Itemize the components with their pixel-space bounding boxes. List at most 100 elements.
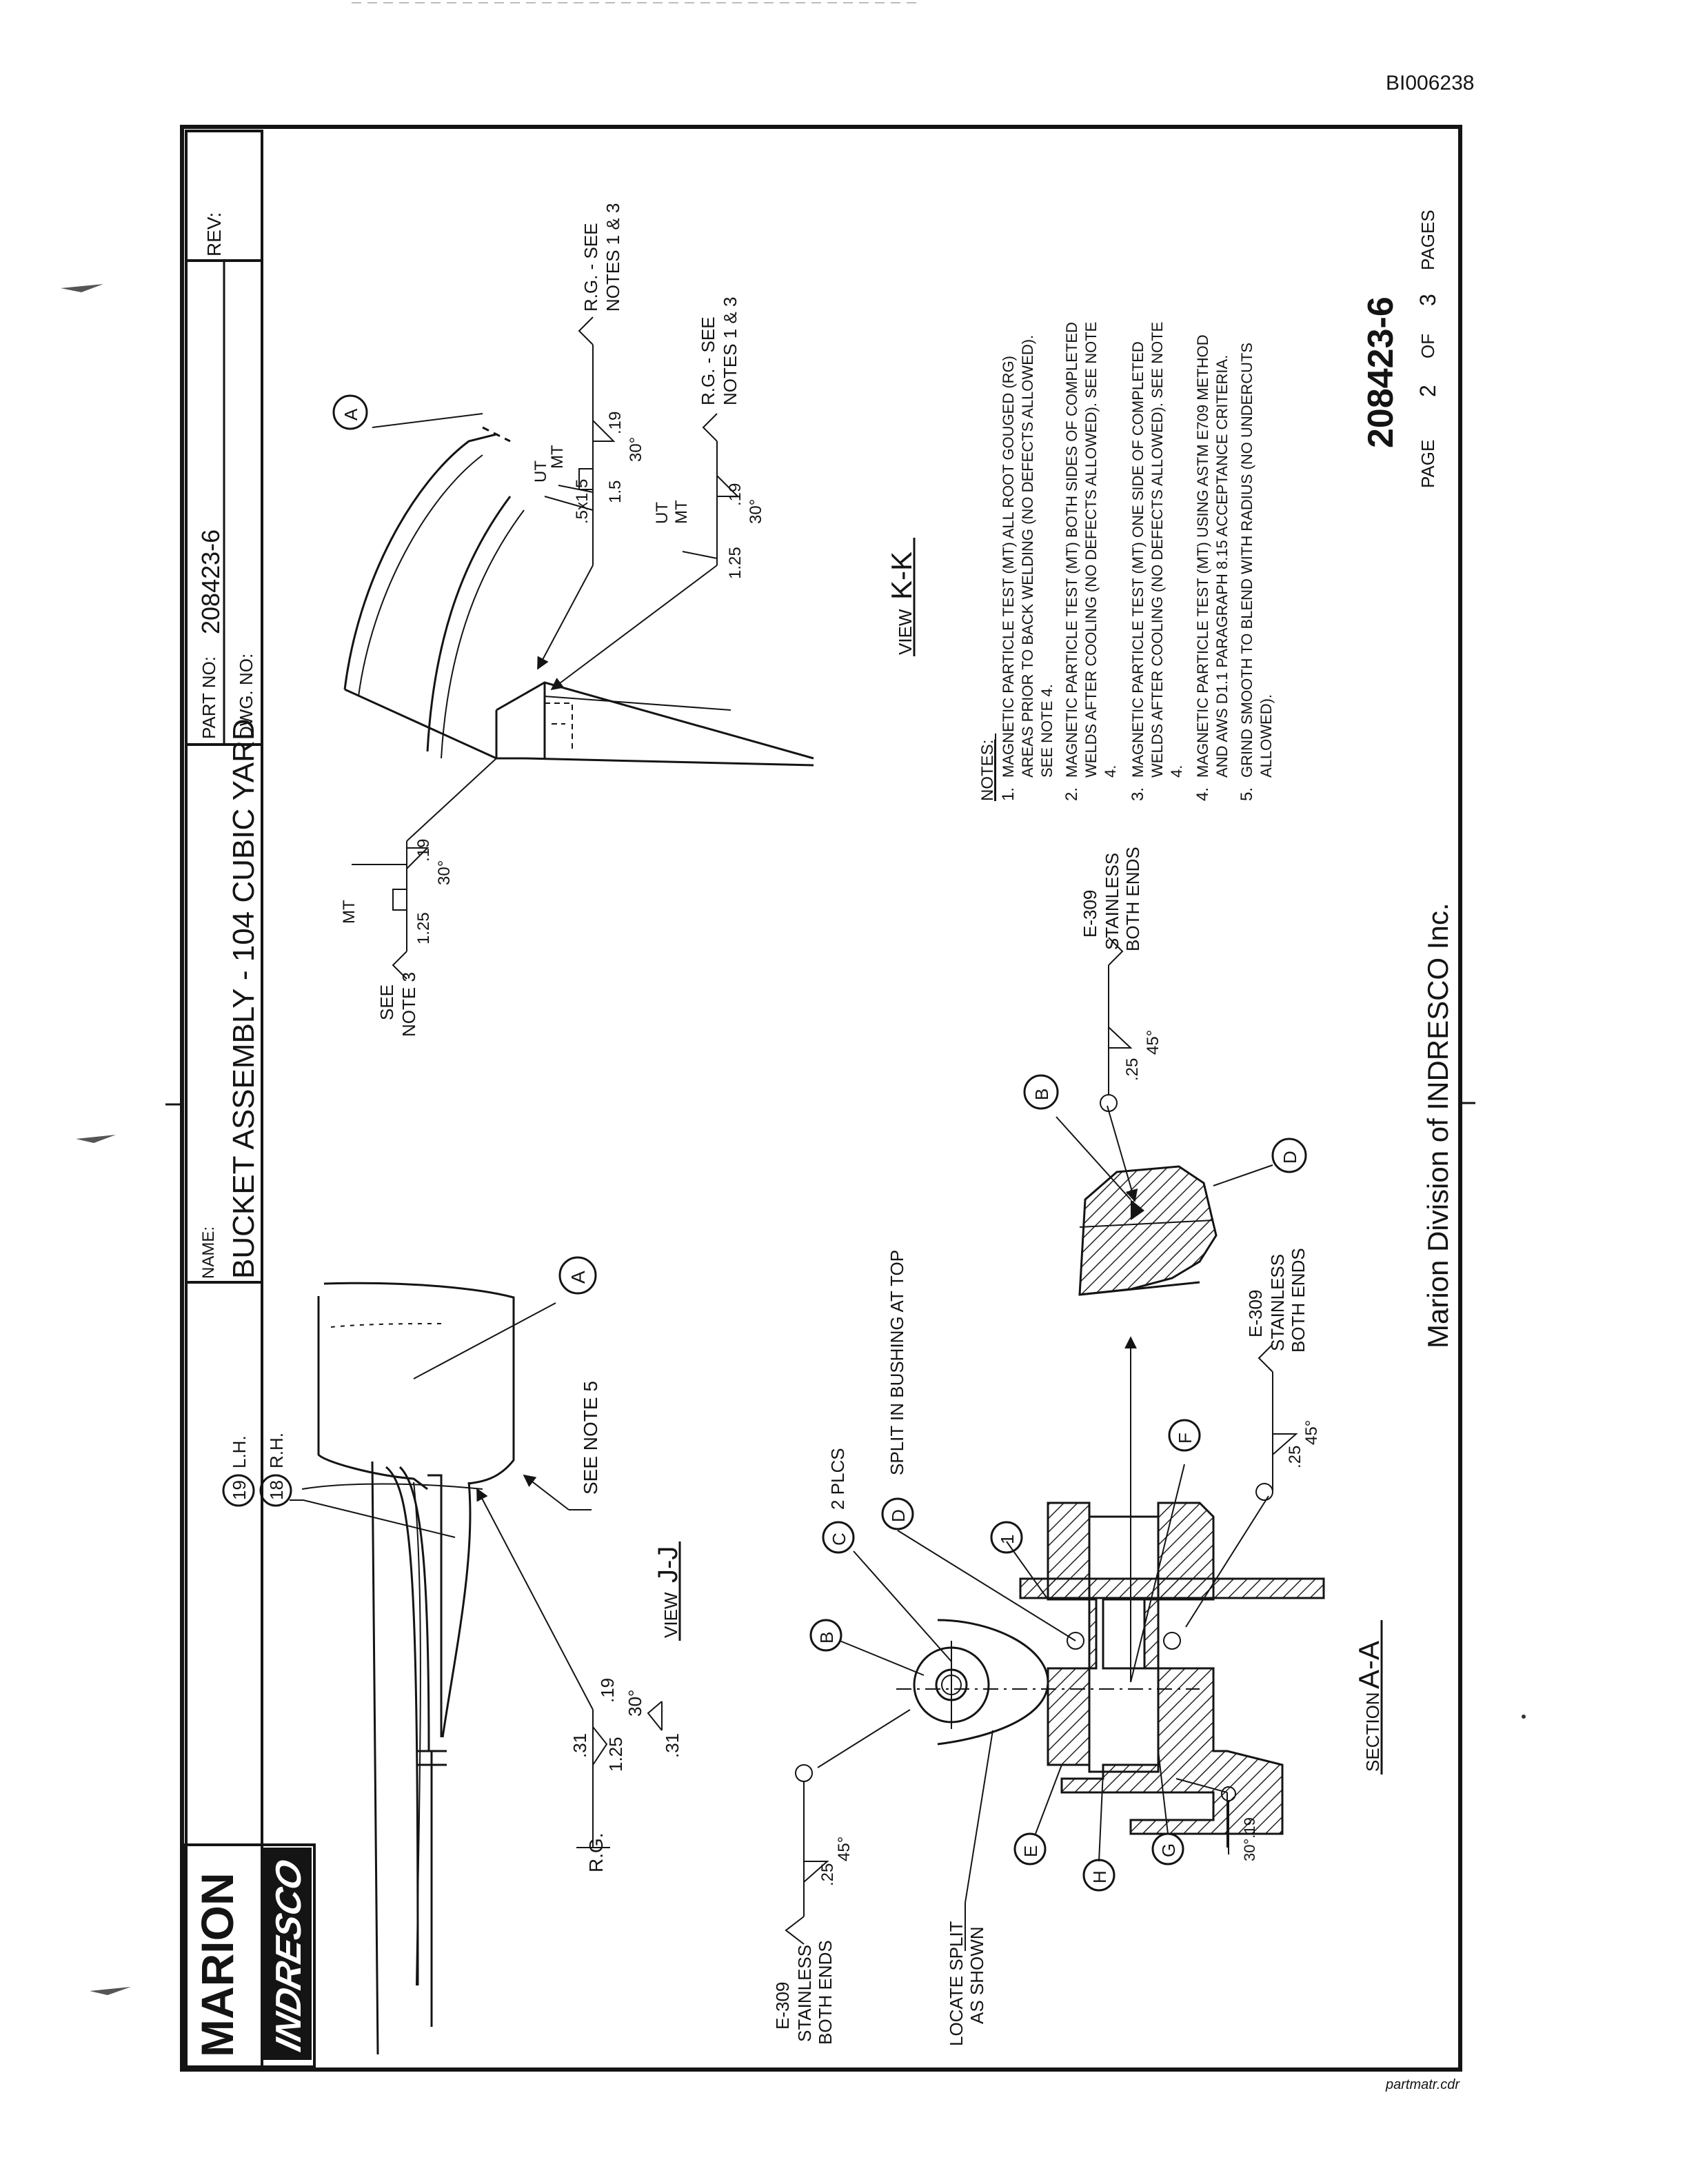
dim-text: .19 — [414, 839, 433, 862]
footer-file-tag: partmatr.cdr — [1385, 2077, 1460, 2092]
balloon-e — [1013, 1832, 1047, 1866]
dim-text: .25 — [818, 1863, 837, 1886]
balloon-19 — [222, 1474, 255, 1507]
note-5-line: ALLOWED). — [1258, 694, 1275, 778]
balloon-1-text: 1 — [997, 1535, 1018, 1544]
view-jj: .31 1.25 .19 30° .31 R.G. SEE NOTE 5 VIE… — [222, 1256, 683, 2055]
dim-text: 1.25 — [726, 547, 745, 579]
balloon-a-text: A — [341, 408, 361, 421]
balloon-h-text: H — [1089, 1870, 1110, 1883]
note-4-line: MAGNETIC PARTICLE TEST (MT) USING ASTM E… — [1194, 334, 1211, 778]
dim-text: 45° — [1144, 1030, 1162, 1055]
balloon-1 — [990, 1521, 1023, 1554]
name-label: NAME: — [199, 1226, 218, 1279]
drawing-id-block: 208423-6 PAGE 2 OF 3 PAGES Marion Divisi… — [1361, 210, 1454, 1348]
section-aa: B C 2 PLCS D SPLIT IN BUSHING AT TOP 1 F… — [772, 1248, 1385, 2046]
both-ends-label: BOTH ENDS — [1288, 1248, 1309, 1353]
dim-text: .25 — [1123, 1058, 1142, 1081]
dim-text: 45° — [835, 1837, 854, 1861]
balloon-a — [332, 394, 368, 430]
notes-header: NOTES: — [978, 740, 997, 801]
balloon-h — [1082, 1859, 1115, 1892]
balloon-b — [809, 1619, 842, 1652]
binder-hole-mark — [90, 1987, 131, 1995]
dim-text: 30° — [625, 1690, 645, 1717]
dim-text: 1.5 — [606, 481, 625, 503]
balloon-b-text: B — [816, 1632, 837, 1644]
balloon-d — [881, 1497, 914, 1530]
note-2-num: 2. — [1062, 787, 1081, 801]
sheet-border — [180, 125, 1462, 2072]
balloon-e-text: E — [1020, 1846, 1041, 1857]
binder-hole-mark — [76, 1135, 116, 1143]
dim-text: .19 — [726, 483, 745, 506]
dim-text: 1.25 — [414, 912, 433, 944]
page-label: PAGE — [1417, 440, 1438, 488]
see-note-5: SEE NOTE 5 — [580, 1381, 601, 1495]
note-2-line: WELDS AFTER COOLING (NO DEFECTS ALLOWED)… — [1082, 322, 1100, 778]
note-1-num: 1. — [999, 787, 1018, 801]
split-bushing-label: SPLIT IN BUSHING AT TOP — [887, 1250, 907, 1475]
balloon-c-text: C — [829, 1533, 849, 1546]
title-block: NAME: BUCKET ASSEMBLY - 104 CUBIC YARD P… — [185, 130, 263, 2068]
part-no-label: PART NO: — [199, 656, 219, 739]
both-ends-label: BOTH ENDS — [815, 1940, 836, 2045]
balloon-g-text: G — [1158, 1843, 1179, 1857]
e309-label: E-309 — [772, 1982, 793, 2030]
mt-label: MT — [672, 500, 691, 524]
of-label: OF — [1417, 334, 1438, 358]
balloon-18 — [259, 1474, 292, 1507]
notes: NOTES: 1. MAGNETIC PARTICLE TEST (MT) AL… — [978, 322, 1275, 801]
balloon-19-text: 19 — [229, 1480, 250, 1500]
dim-text: 30° — [747, 499, 765, 524]
page-total: 3 — [1415, 294, 1440, 306]
balloon-f — [1168, 1419, 1201, 1452]
note-4-line: AND AWS D1.1 PARAGRAPH 8.15 ACCEPTANCE C… — [1213, 355, 1231, 778]
dim-text: .31 — [569, 1733, 590, 1758]
locate-split-label: AS SHOWN — [967, 1926, 987, 2024]
dim-text: .19 — [606, 412, 625, 434]
view-kk: A UT MT .5x1.5 1.5 .19 30° R.G. - SEE NO… — [332, 203, 918, 1037]
balloon-a-text: A — [567, 1271, 589, 1284]
e309-label: E-309 — [1080, 890, 1100, 938]
dim-text: 30°.19 — [1241, 1817, 1258, 1861]
dim-text: .5x1.5 — [573, 479, 592, 524]
dim-text: .31 — [662, 1733, 683, 1758]
dim-text: 30° — [627, 437, 645, 462]
note-1-line: AREAS PRIOR TO BACK WELDING (NO DEFECTS … — [1019, 335, 1036, 778]
ut-label: UT — [532, 461, 550, 483]
mt-label: MT — [340, 900, 359, 924]
balloon-d-text: D — [888, 1509, 909, 1522]
logo: MARION INDRESCO — [183, 1843, 316, 2068]
balloon-b-text: B — [1031, 1089, 1052, 1100]
dim-text: .25 — [1286, 1446, 1304, 1468]
note-3-line: MAGNETIC PARTICLE TEST (MT) ONE SIDE OF … — [1129, 341, 1147, 778]
note-4-num: 4. — [1193, 787, 1212, 801]
two-plcs-label: 2 PLCS — [827, 1448, 848, 1510]
note-2-line: 4. — [1102, 765, 1119, 778]
page-number: 2 — [1415, 385, 1440, 397]
balloon-c — [822, 1521, 855, 1554]
rg-see-label: NOTES 1 & 3 — [603, 203, 623, 312]
rg-see-label: NOTES 1 & 3 — [720, 297, 740, 406]
lh-label: L.H. — [229, 1435, 250, 1468]
balloon-d-text: D — [1280, 1151, 1300, 1164]
mt-label: MT — [548, 445, 567, 469]
note-5-num: 5. — [1238, 787, 1256, 801]
note-3-num: 3. — [1129, 787, 1147, 801]
stainless-label: STAINLESS — [1102, 853, 1122, 950]
drawing-number: 208423-6 — [1361, 296, 1401, 448]
view-jj-prefix: VIEW — [660, 1592, 681, 1638]
stainless-label: STAINLESS — [794, 1945, 815, 2042]
binder-hole-mark — [61, 284, 103, 292]
dwg-no-label: DWG. NO: — [236, 654, 256, 739]
balloon-a — [558, 1256, 597, 1295]
e309-label: E-309 — [1245, 1290, 1266, 1337]
rev-label: REV: — [203, 212, 225, 256]
logo-marion: MARION — [192, 1872, 243, 2057]
logo-indresco: INDRESCO — [269, 1856, 309, 2055]
detail-bd: B D .25 45° E-309 STAINLESS BOTH ENDS — [1023, 847, 1307, 1296]
rg-see-label: R.G. - SEE — [698, 316, 718, 405]
rg-see-label: R.G. - SEE — [581, 223, 601, 312]
